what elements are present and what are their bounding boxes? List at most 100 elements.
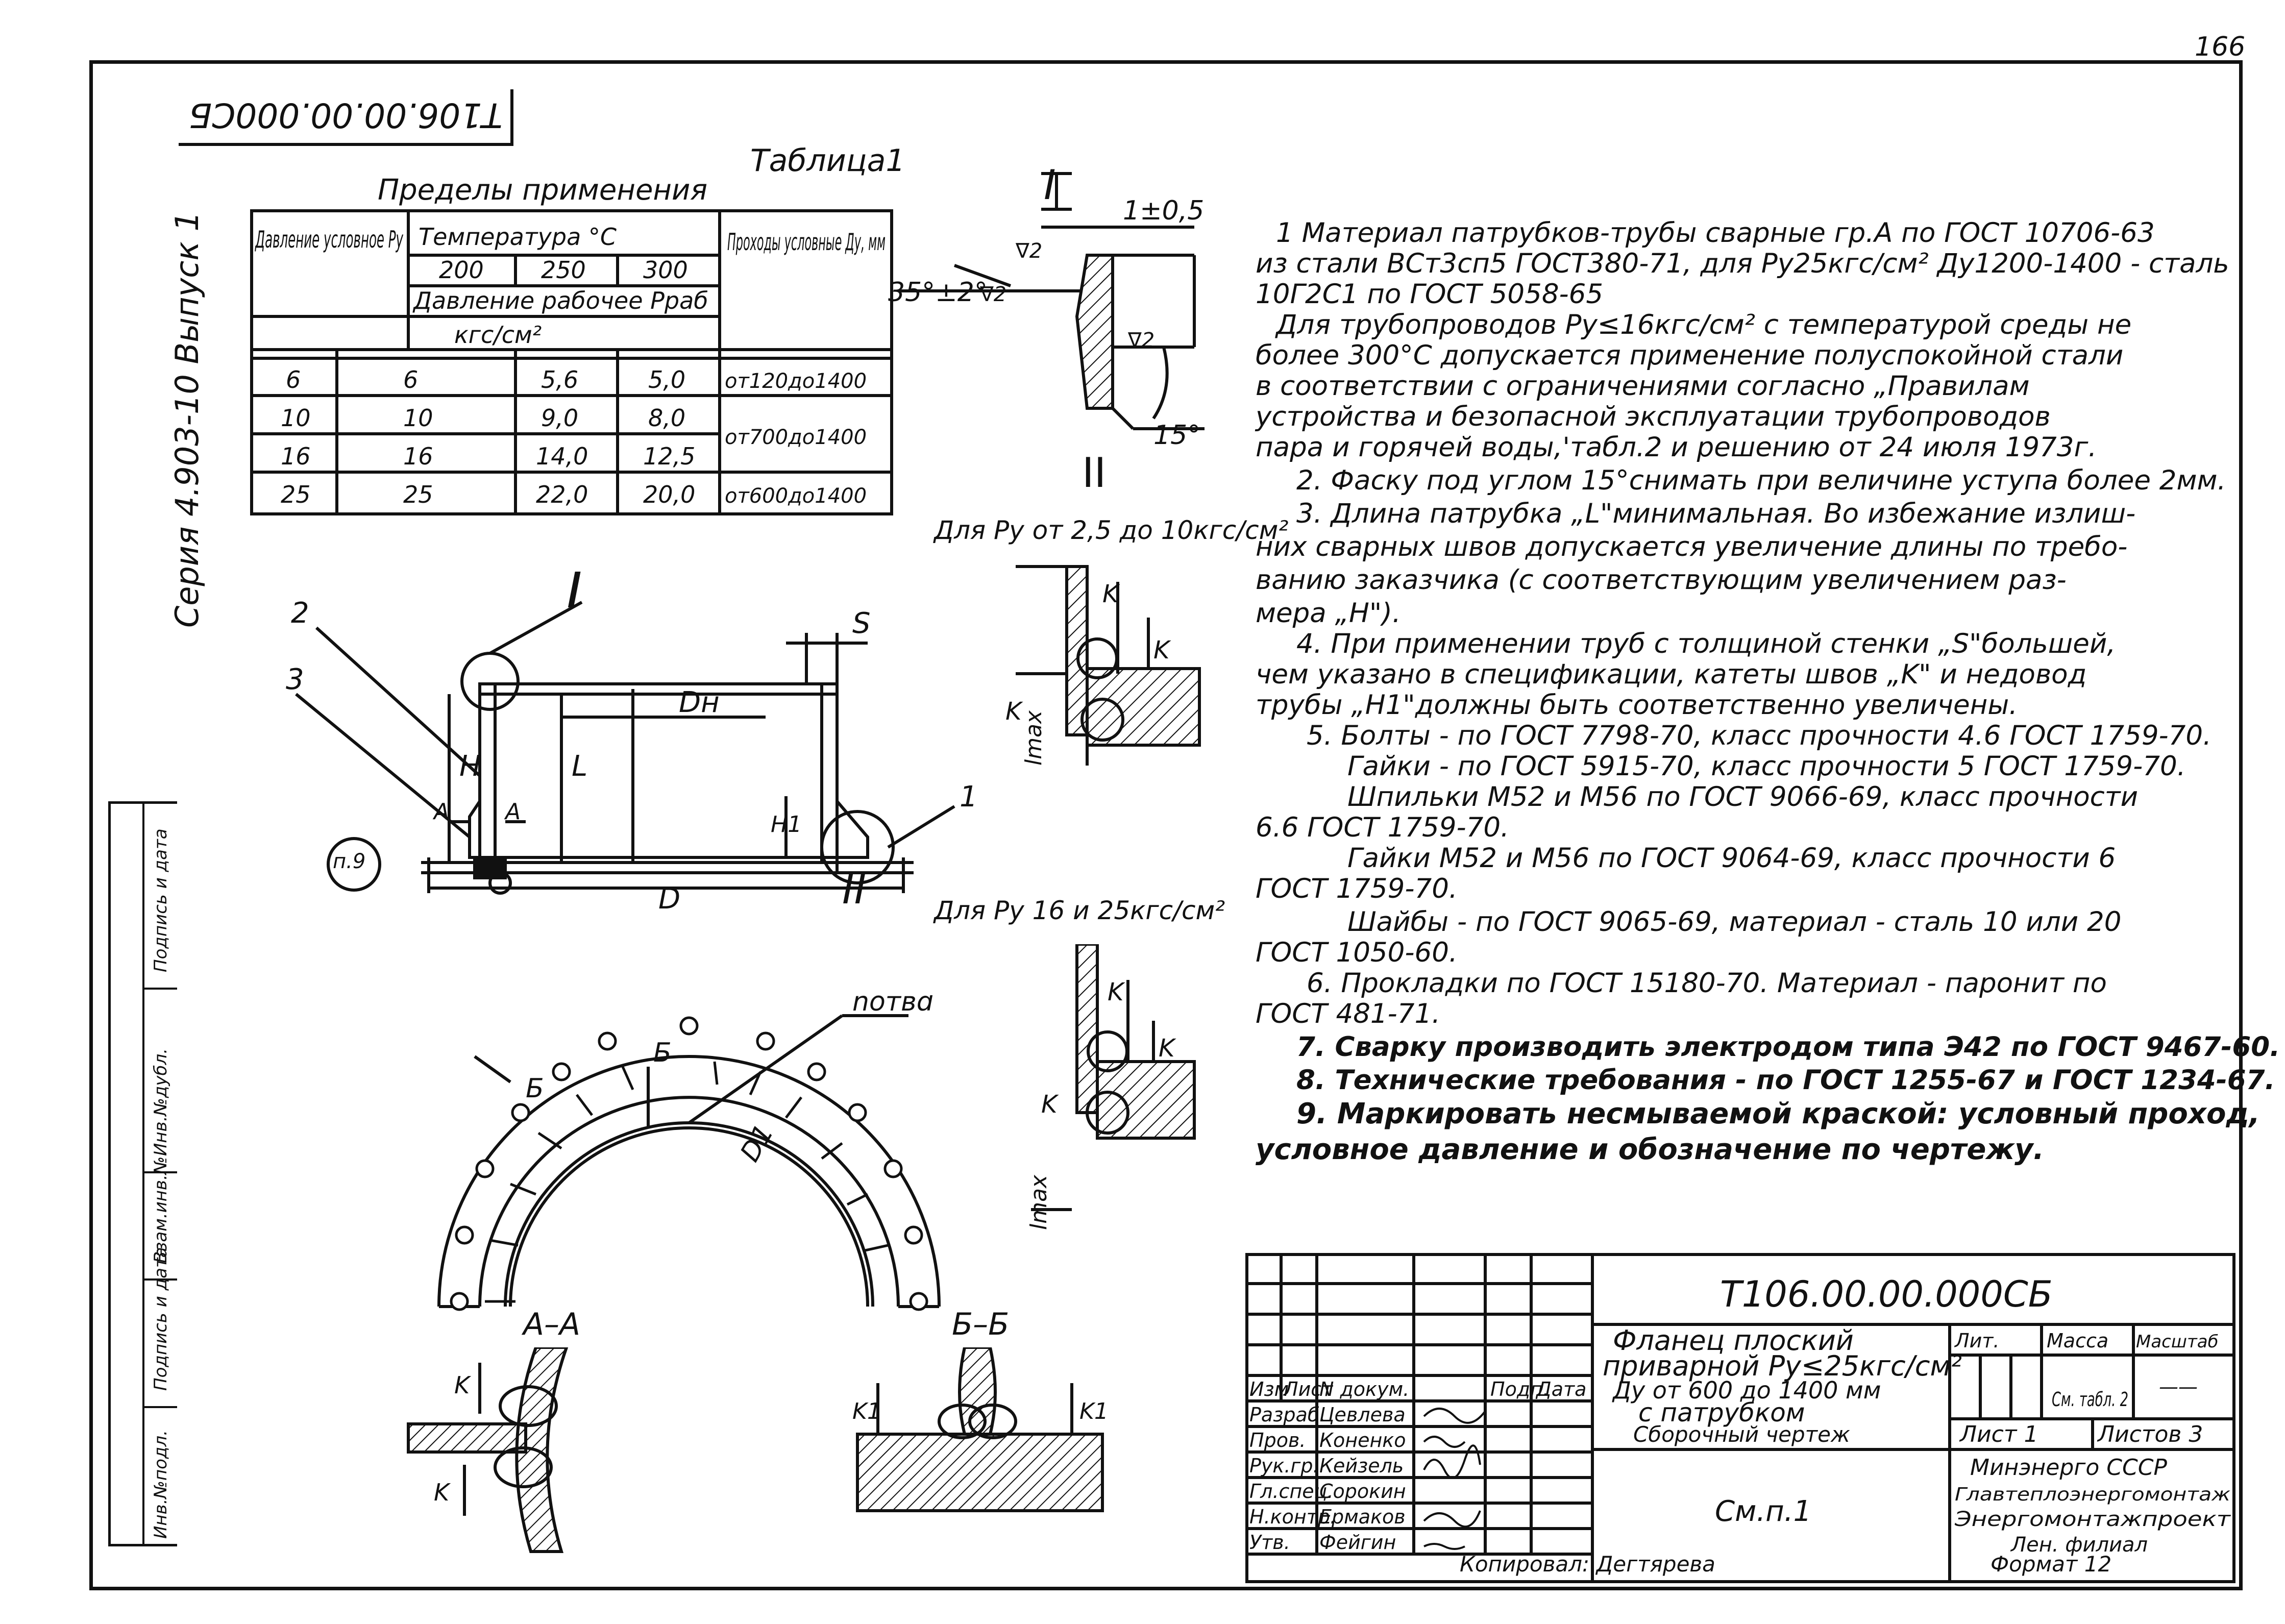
section-aa-label: А–А (523, 1307, 581, 1342)
note-line: 4. При применении труб с толщиной стенки… (1296, 628, 2116, 659)
main-d: D (658, 882, 680, 908)
tb-person: Ермаков (1319, 1506, 1406, 1528)
note-line: 9. Маркировать несмываемой краской: усло… (1296, 1097, 2260, 1130)
note-line: 10Г2С1 по ГОСТ 5058-65 (1256, 279, 1604, 310)
section-bb-label: Б–Б (952, 1307, 1010, 1342)
detail-II-upper: K K K lmax (1005, 565, 1201, 766)
cell-py: 25 (281, 481, 311, 508)
note-line: в соответствии с ограничениями согласно … (1256, 371, 2030, 402)
tb-scale: Масштаб (2136, 1332, 2219, 1352)
tb-person: Фейгин (1319, 1531, 1396, 1554)
detail-II-caption-top: Для Ру от 2,5 до 10кгс/см² (934, 515, 1289, 545)
roughness-mark: ∇2 (1127, 329, 1154, 352)
section-aa: K K (407, 1347, 569, 1553)
note-line: Гайки М52 и М56 по ГОСТ 9064-69, класс п… (1347, 843, 2116, 874)
note-line: 8. Технические требования - по ГОСТ 1255… (1296, 1065, 2275, 1096)
roughness-mark: ∇2 (1015, 239, 1042, 263)
header-pressure: Давление условное Ру (255, 226, 403, 253)
cell-v200: 6 (403, 366, 418, 393)
tb-org: Лен. филиал (2010, 1533, 2148, 1557)
tb-scale-value: —— (2159, 1375, 2198, 1398)
temp-250: 250 (541, 256, 586, 284)
tb-name-line: приварной Ру≤25кгс/см² (1603, 1350, 1962, 1382)
tb-mass-value: См. табл. 2 (2052, 1388, 2128, 1411)
section-b-mark: Б (653, 1038, 672, 1068)
callout-2: 2 (291, 597, 309, 630)
main-view: I II S Dн L H H1 D 2 3 1 A A (286, 572, 978, 908)
cell-v300: 5,0 (648, 366, 685, 393)
note-line: Шайбы - по ГОСТ 9065-69, материал - стал… (1347, 906, 2122, 938)
tb-person: Сорокин (1319, 1480, 1406, 1503)
note-line: чем указано в спецификации, катеты швов … (1256, 659, 2087, 690)
cell-v300: 8,0 (648, 404, 685, 432)
tb-name-line: Фланец плоский (1613, 1324, 1854, 1357)
cell-v300: 20,0 (643, 481, 695, 508)
drawing-frame (89, 60, 2243, 1590)
header-temperature: Температура °С (419, 223, 617, 251)
main-l: L (572, 750, 587, 783)
cell-v250: 14,0 (536, 442, 588, 470)
side-strip: Подпись и дата Инв.№дубл. Взам.инв.№ Под… (108, 801, 177, 1546)
cell-du: от600до1400 (725, 484, 867, 508)
section-aa-k: K (434, 1479, 451, 1506)
note-line: условное давление и обозначение по черте… (1256, 1133, 2044, 1166)
tb-sheet: Лист 1 (1959, 1421, 2038, 1447)
main-h: H (459, 750, 481, 783)
cell-v200: 25 (403, 481, 433, 508)
detail-II-lower: K K K lmax (1026, 944, 1196, 1230)
main-label-II: II (842, 866, 866, 908)
section-aa-k: K (454, 1371, 472, 1399)
cell-v300: 12,5 (643, 442, 695, 470)
tb-material: См.п.1 (1715, 1495, 1811, 1528)
callout-3: 3 (286, 663, 304, 696)
detail-I-dimension: 1±0,5 (1123, 195, 1204, 226)
note-line: устройства и безопасной эксплуатации тру… (1256, 401, 2051, 432)
detail-I-angle2: 15° (1153, 420, 1200, 449)
detail-II-k: K (1159, 1034, 1176, 1063)
cell-v250: 5,6 (541, 366, 578, 393)
note-line: 6.6 ГОСТ 1759-70. (1256, 812, 1509, 843)
note-line: пара и горячей воды,'табл.2 и решению от… (1256, 432, 2097, 463)
detail-I-angle: 35°±2° (888, 277, 988, 308)
header-work-pressure: Давление рабочее Рраб (412, 287, 708, 314)
rotated-stamp: T106.00.00.000СБ (179, 89, 513, 146)
note-line: 7. Сварку производить электродом типа Э4… (1296, 1031, 2280, 1063)
tb-head: N докум. (1319, 1378, 1409, 1400)
tb-head: Лист (1283, 1378, 1334, 1400)
note-line: 2. Фаску под углом 15°снимать при величи… (1296, 465, 2226, 496)
detail-II-caption-bottom: Для Ру 16 и 25кгс/см² (934, 896, 1225, 925)
table-title: Пределы применения (378, 174, 708, 207)
cell-du: от700до1400 (725, 426, 867, 449)
note-line: ГОСТ 1759-70. (1256, 873, 1458, 904)
tb-role: Разраб. (1249, 1404, 1325, 1426)
temp-300: 300 (643, 256, 688, 284)
main-s: S (852, 607, 871, 640)
page-number: 166 (2195, 32, 2246, 62)
side-strip-item: Подпись и дата (151, 828, 171, 972)
detail-I-label: I (1044, 163, 1056, 209)
series-label: Серия 4.903-10 Выпуск 1 (168, 211, 206, 628)
tb-sheets: Листов 3 (2097, 1421, 2203, 1447)
note-line: Для трубопроводов Ру≤16кгс/см² с темпера… (1276, 309, 2132, 340)
note-line: ванию заказчика (с соответствующим увели… (1256, 564, 2067, 596)
title-block: Изм Лист N докум. Подп. Дата Разраб. Цев… (1245, 1253, 2235, 1583)
holes-label: nотвd (852, 995, 934, 1017)
detail-II-lmax: lmax (1026, 1174, 1052, 1230)
detail-II-k: K (1041, 1090, 1059, 1119)
tb-mass: Масса (2047, 1330, 2108, 1352)
tb-role: Н.контр. (1249, 1506, 1336, 1528)
table-caption: Таблица1 (750, 143, 905, 179)
header-passes: Проходы условные Ду, мм (727, 228, 886, 256)
tb-head: Подп. (1490, 1378, 1549, 1400)
temp-200: 200 (439, 256, 484, 284)
detail-II-k: K (1108, 978, 1125, 1006)
tb-role: Рук.гр. (1249, 1455, 1319, 1477)
header-unit: кгс/см² (454, 321, 542, 349)
note-line: 5. Болты - по ГОСТ 7798-70, класс прочно… (1307, 720, 2212, 751)
note-line: более 300°С допускается применение полус… (1256, 340, 2124, 371)
main-h1: H1 (771, 811, 802, 838)
tb-role: Гл.спец. (1249, 1480, 1334, 1503)
cell-py: 10 (281, 404, 311, 432)
note-line: трубы „H1"должны быть соответственно уве… (1256, 690, 2018, 721)
limits-table: Давление условное Ру Температура °С 200 … (250, 209, 893, 515)
